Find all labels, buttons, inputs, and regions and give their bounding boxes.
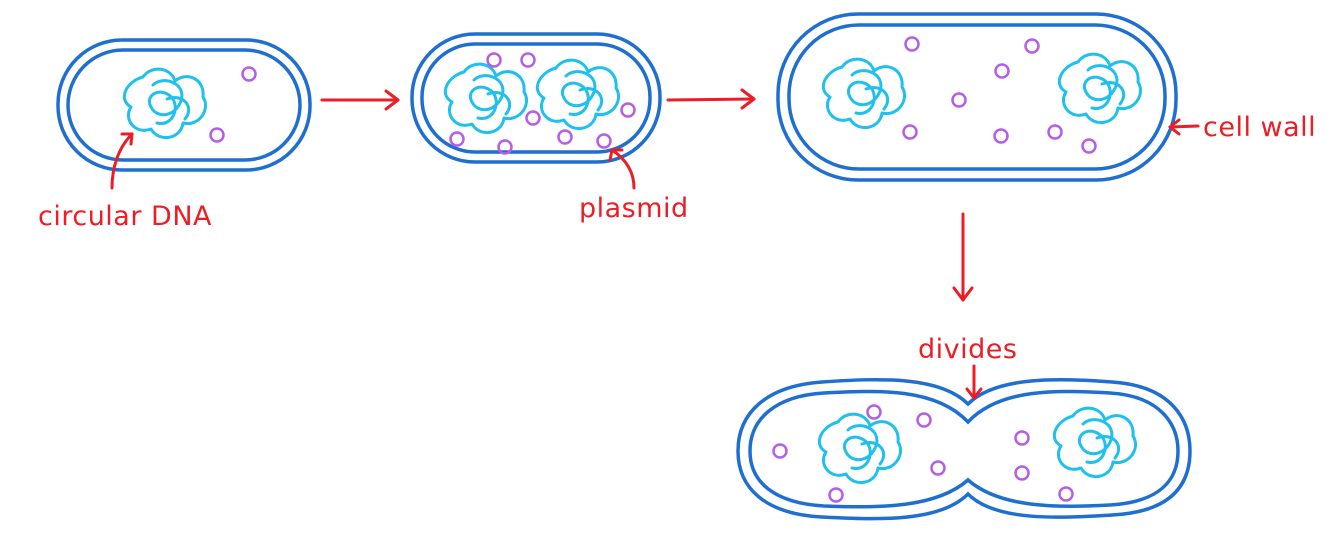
cell-membrane-inner [420,42,652,154]
plasmid [772,443,788,459]
label-plasmid: plasmid [579,193,689,224]
pointer-plasmid [608,148,636,190]
plasmid [596,133,612,149]
plasmid [1047,124,1063,140]
circular-dna [817,412,903,485]
plasmid [525,110,541,126]
cell-membrane-inner [748,389,1180,509]
pointer-divides [965,364,983,400]
circular-dna [821,57,907,130]
cell-wall-outer [410,32,662,164]
circular-dna [535,58,621,131]
cell-membrane-inner [66,48,302,162]
cell-membrane-inner [787,23,1167,171]
plasmid [520,52,536,68]
plasmid [1081,138,1097,154]
cell-wall-outer [776,12,1178,182]
circular-dna [1057,52,1143,125]
cell-stage-2 [410,32,662,164]
plasmid [557,129,573,145]
plasmid [449,131,465,147]
circular-dna [122,67,208,140]
circular-dna [443,62,529,135]
plasmid [828,487,844,503]
plasmid [902,124,918,140]
label-circular-dna: circular DNA [38,201,212,232]
plasmid [486,52,502,68]
cell-wall-outer [736,377,1192,521]
plasmid [904,36,920,52]
plasmid [209,127,225,143]
plasmid [1058,486,1074,502]
label-pointers [110,118,1200,400]
arrow-stage-1-to-2 [320,89,400,111]
plasmid [620,102,636,118]
cell-stage-3 [776,12,1178,182]
plasmid [866,404,882,420]
cell-stage-4 [736,377,1192,521]
arrow-stage-2-to-3 [666,88,756,110]
cell-wall-outer [56,38,312,172]
process-arrows [320,88,974,302]
plasmid [1024,38,1040,54]
pointer-circular-dna [110,132,134,190]
plasmid [994,63,1010,79]
plasmid [1014,430,1030,446]
arrow-stage-3-to-4 [952,212,974,302]
plasmid [1014,465,1030,481]
plasmid [930,460,946,476]
plasmid [241,66,257,82]
plasmid [993,128,1009,144]
pointer-cell-wall [1168,118,1200,136]
circular-dna [1052,406,1138,479]
plasmid [951,92,967,108]
cell-stage-1 [56,38,312,172]
label-cell-wall: cell wall [1203,112,1316,143]
plasmid [916,412,932,428]
label-divides: divides [918,334,1017,365]
